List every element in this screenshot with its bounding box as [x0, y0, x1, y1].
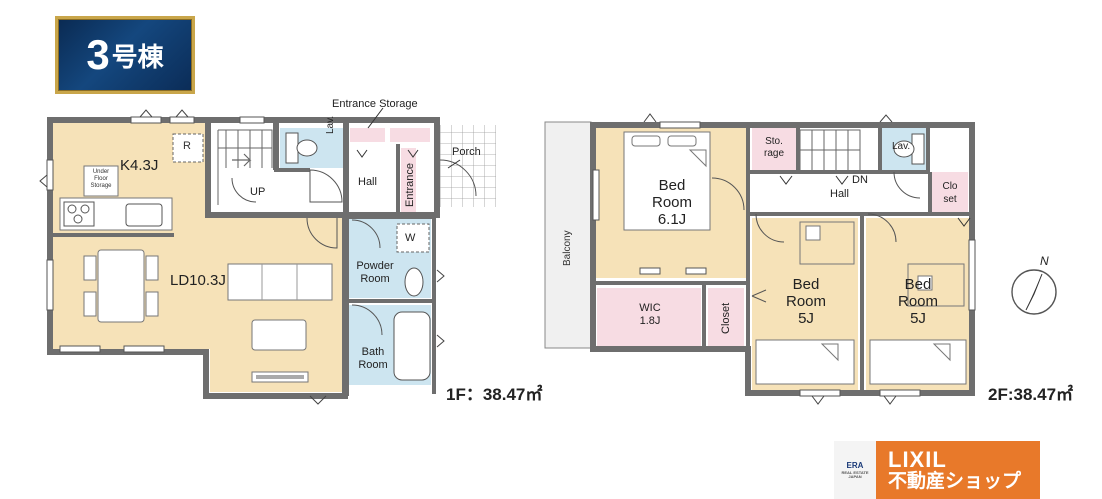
floor1-area: 1F：38.47㎡: [446, 385, 543, 404]
under-floor-storage-box: [83, 165, 119, 197]
label-lav-1f: Lav.: [325, 115, 336, 134]
label-storage: Sto.rage: [763, 136, 784, 159]
dining-chairs: [83, 255, 159, 317]
windows-2f: [592, 121, 976, 397]
toilet-2f: [893, 133, 925, 165]
inner-walls-2f: [596, 125, 972, 393]
floor2-area: 2F:38.47㎡: [988, 385, 1074, 404]
building-suffix: 号棟: [111, 41, 164, 72]
label-ld: LD10.3J: [170, 272, 226, 289]
label-lav-2f: Lav.: [892, 141, 911, 152]
inner-walls-1f: [53, 144, 436, 394]
balcony: [544, 121, 592, 349]
label-w: W: [405, 232, 416, 244]
wall-markers-2f: [643, 113, 897, 405]
building-number: 3: [86, 31, 110, 78]
windows-1f: [46, 116, 265, 353]
label-hall-1f: Hall: [358, 176, 377, 188]
porch-tiles: [440, 125, 496, 207]
compass: [1011, 269, 1057, 315]
desk-3: [907, 263, 965, 307]
doors-1f: [231, 159, 477, 336]
compass-north-label: N: [1040, 254, 1049, 268]
bed-2: [755, 339, 855, 385]
kitchen-sink: [125, 203, 163, 227]
label-porch: Porch: [452, 146, 481, 158]
stairs-1f: [217, 129, 273, 205]
doors-2f: [711, 171, 921, 303]
label-r: R: [183, 140, 191, 152]
bed-main: [623, 131, 711, 231]
wic: [597, 288, 701, 346]
floor1-plan: [39, 107, 496, 405]
sofa: [227, 263, 333, 301]
coffee-table: [251, 319, 307, 351]
stairs-2f: [799, 129, 861, 170]
entrance-storage-cell-1: [350, 128, 385, 142]
closet-small: [932, 172, 968, 212]
entrance-storage-cell-2: [390, 128, 430, 142]
label-up: UP: [250, 186, 266, 198]
hob-burners: [67, 204, 90, 224]
label-entrance-storage: Entrance Storage: [332, 98, 418, 110]
closet-vertical: [708, 288, 744, 346]
entrance-floor: [401, 148, 416, 212]
building-badge: 3 号棟: [55, 16, 195, 94]
dining-table: [97, 249, 145, 323]
bathtub: [393, 311, 431, 381]
refrigerator-box: [172, 133, 204, 163]
label-under-floor-storage: Under Floor Storage: [90, 169, 112, 189]
walls-1f: [47, 117, 440, 399]
label-balcony: Balcony: [562, 230, 573, 266]
label-dn: DN: [852, 174, 868, 186]
floor2-plan: [544, 113, 976, 405]
label-hall-2f: Hall: [830, 188, 849, 200]
washer-box: [396, 223, 430, 253]
label-kitchen: K4.3J: [120, 157, 159, 174]
label-closet-vertical: Closet: [720, 302, 732, 334]
toilet-1f: [285, 132, 318, 164]
storage-room: [752, 128, 796, 170]
wash-basin: [404, 267, 424, 297]
walls-2f: [590, 122, 975, 396]
label-entrance: Entrance: [404, 162, 416, 207]
bed-3: [869, 339, 967, 385]
wall-markers-1f: [39, 109, 445, 405]
lixil-brand-text: LIXIL 不動産ショップ: [888, 447, 1022, 492]
